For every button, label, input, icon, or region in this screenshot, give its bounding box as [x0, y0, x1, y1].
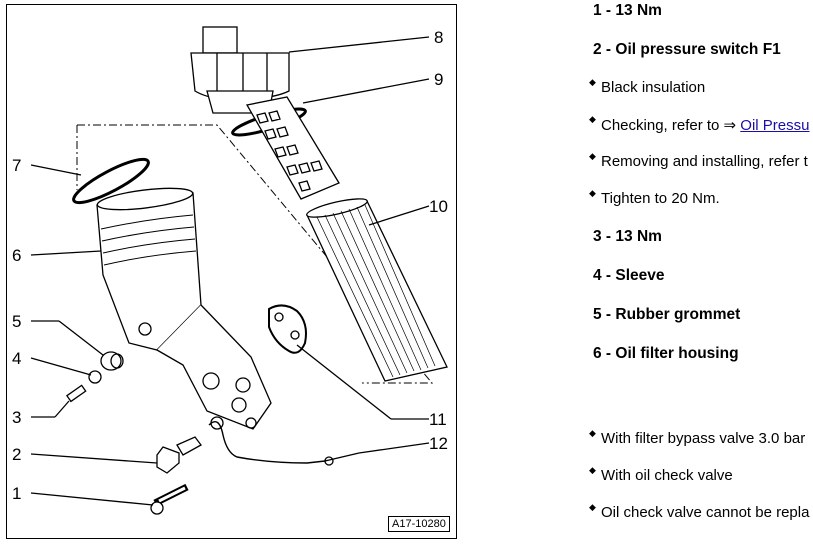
callout-10: 10 — [429, 197, 448, 216]
bullet-icon: ◆ — [589, 502, 596, 512]
callout-11: 11 — [429, 410, 447, 429]
bullet-icon: ◆ — [589, 188, 596, 198]
legend-item-1: 1 - 13 Nm — [593, 2, 662, 19]
figure-id-label: A17-10280 — [388, 516, 450, 532]
callout-9: 9 — [434, 70, 444, 89]
legend-item-5: 5 - Rubber grommet — [593, 306, 741, 323]
bullet-icon: ◆ — [589, 151, 596, 161]
legend-note: ◆Oil check valve cannot be repla — [589, 502, 810, 521]
exploded-diagram: 7 6 5 4 3 2 1 8 9 10 11 12 A17-10280 — [6, 4, 457, 539]
legend-item-4: 4 - Sleeve — [593, 267, 665, 284]
callout-2: 2 — [12, 445, 22, 464]
oil-pressure-link[interactable]: Oil Pressu — [740, 117, 810, 134]
bullet-icon: ◆ — [589, 114, 596, 124]
bullet-icon: ◆ — [589, 77, 596, 87]
legend-note: ◆Checking, refer to ⇒ Oil Pressu — [589, 114, 810, 134]
callout-3: 3 — [12, 408, 22, 427]
legend-note: ◆Tighten to 20 Nm. — [589, 188, 720, 207]
bullet-icon: ◆ — [589, 428, 596, 438]
legend-note: ◆Black insulation — [589, 77, 706, 96]
legend-note: ◆Removing and installing, refer t — [589, 151, 808, 170]
legend-item-3: 3 - 13 Nm — [593, 228, 662, 245]
callout-4: 4 — [12, 349, 22, 368]
bullet-icon: ◆ — [589, 465, 596, 475]
diagram-drawing — [30, 26, 448, 515]
callout-6: 6 — [12, 246, 22, 265]
legend-note: ◆With oil check valve — [589, 465, 733, 484]
callout-5: 5 — [12, 312, 22, 331]
callout-12: 12 — [429, 434, 448, 453]
parts-legend: 1 - 13 Nm 2 - Oil pressure switch F1 ◆Bl… — [580, 0, 813, 544]
legend-item-2: 2 - Oil pressure switch F1 — [593, 41, 781, 58]
callout-8: 8 — [434, 28, 444, 47]
legend-item-6: 6 - Oil filter housing — [593, 345, 739, 362]
legend-note: ◆With filter bypass valve 3.0 bar — [589, 428, 806, 447]
callout-1: 1 — [12, 484, 22, 503]
callout-7: 7 — [12, 156, 22, 175]
